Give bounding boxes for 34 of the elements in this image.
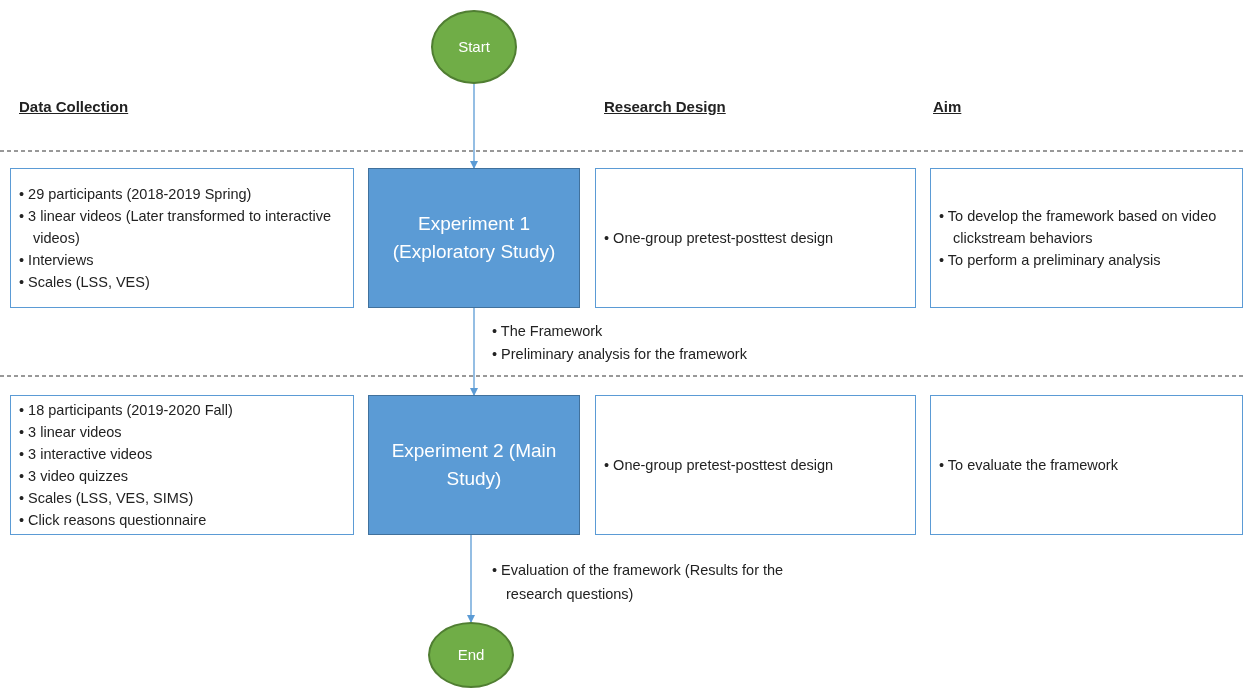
- bullet-item: • 3 linear videos (Later transformed to interactive videos): [19, 207, 333, 248]
- text-box: [595, 395, 916, 535]
- bullet-item: • 3 interactive videos: [19, 445, 154, 464]
- terminal-ellipse: Start: [431, 10, 517, 84]
- bullet-item: • 18 participants (2019-2020 Fall): [19, 401, 233, 420]
- arrow: [467, 534, 475, 623]
- bullet-item: • 3 linear videos: [19, 423, 123, 442]
- bullet-item: • One-group pretest-posttest design: [604, 456, 834, 475]
- bullet-item: • 3 video quizzes: [19, 467, 130, 486]
- arrow: [470, 83, 478, 169]
- text-box: [595, 168, 916, 308]
- column-heading: Aim: [933, 97, 962, 117]
- text-box: [930, 395, 1243, 535]
- column-heading: Research Design: [604, 97, 726, 117]
- bullet-item: • To evaluate the framework: [939, 456, 1118, 475]
- terminal-ellipse: End: [428, 622, 514, 688]
- bullet-note: • Preliminary analysis for the framework: [492, 345, 748, 364]
- process-box: Experiment 2 (Main Study): [368, 395, 580, 535]
- bullet-note: • The Framework: [492, 322, 604, 341]
- text-box: [930, 168, 1243, 308]
- bullet-item: • Scales (LSS, VES, SIMS): [19, 489, 195, 508]
- bullet-item: • Scales (LSS, VES): [19, 273, 151, 292]
- bullet-item: • To perform a preliminary analysis: [939, 251, 1162, 270]
- bullet-item: • One-group pretest-posttest design: [604, 229, 834, 248]
- text-box: [10, 395, 354, 535]
- bullet-item: • 29 participants (2018-2019 Spring): [19, 185, 253, 204]
- bullet-item: • Interviews: [19, 251, 95, 270]
- bullet-item: • Click reasons questionnaire: [19, 511, 208, 530]
- text-box: [10, 168, 354, 308]
- process-box: Experiment 1 (Exploratory Study): [368, 168, 580, 308]
- bullet-note: • Evaluation of the framework (Results for the research questions): [492, 561, 785, 604]
- column-heading: Data Collection: [19, 97, 129, 117]
- arrow: [470, 307, 478, 396]
- bullet-item: • To develop the framework based on video clickstream behaviors: [939, 207, 1218, 248]
